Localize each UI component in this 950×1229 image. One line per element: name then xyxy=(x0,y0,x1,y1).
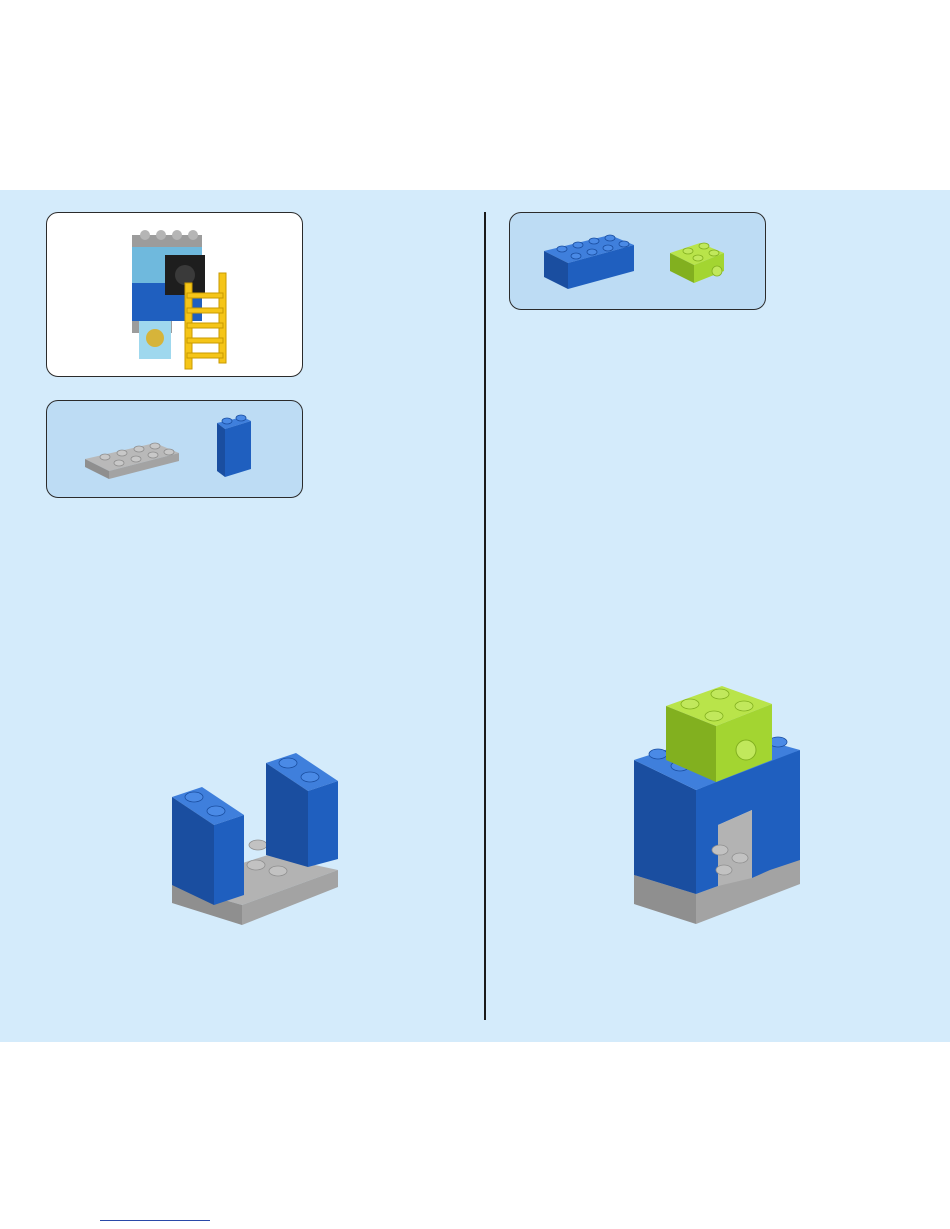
arch-with-lime-top-result xyxy=(628,680,808,930)
lime-brick-2x2-icon xyxy=(510,213,767,311)
parts-callout-step-1 xyxy=(46,400,303,498)
parts-callout-step-2 xyxy=(509,212,766,310)
blue-brick-1x2x2-icon xyxy=(47,401,304,499)
reference-model-callout xyxy=(46,212,303,377)
u-shaped-base-result xyxy=(158,735,358,935)
footer-link-underline xyxy=(100,1220,210,1221)
tower-with-ladder-icon xyxy=(47,213,304,378)
step-divider xyxy=(484,212,486,1020)
